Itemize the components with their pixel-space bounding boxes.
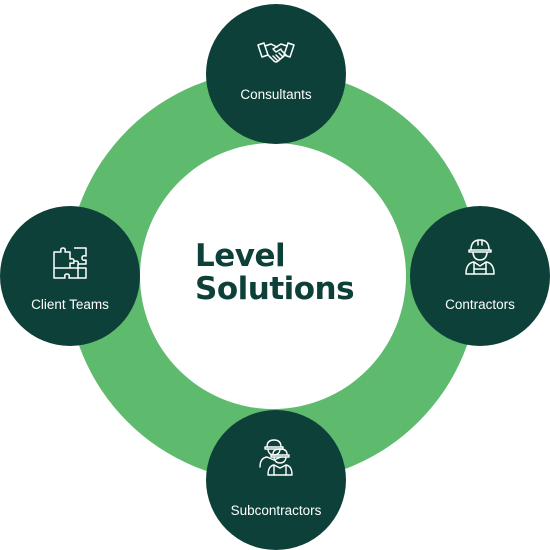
- node-contractors: Contractors: [410, 206, 550, 346]
- center-title-line2: Solutions: [195, 271, 355, 307]
- node-label: Consultants: [240, 87, 312, 102]
- node-client-teams: Client Teams: [0, 206, 140, 346]
- node-subcontractors: Subcontractors: [206, 410, 346, 550]
- center-title-line1: Level: [195, 238, 286, 274]
- handshake-icon: [256, 34, 296, 74]
- construction-workers-group-icon: [256, 437, 296, 477]
- node-label: Client Teams: [31, 297, 109, 312]
- node-label: Contractors: [445, 297, 515, 312]
- puzzle-icon: [50, 242, 90, 282]
- construction-worker-icon: [460, 236, 500, 276]
- center-title: Level Solutions: [195, 240, 395, 306]
- center-circle: [140, 143, 406, 409]
- node-label: Subcontractors: [230, 503, 322, 518]
- node-consultants: Consultants: [206, 4, 346, 144]
